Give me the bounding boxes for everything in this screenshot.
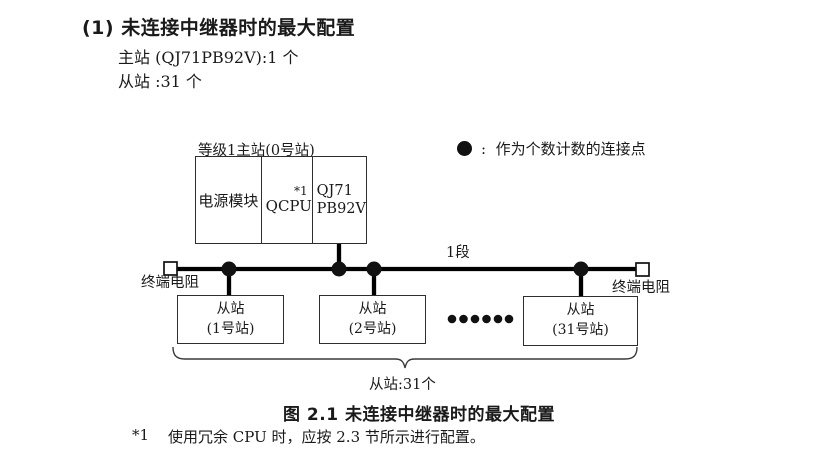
power-module-cell: 电源模块 <box>196 157 262 243</box>
slave-name: 从站 <box>566 302 595 319</box>
connection-point-dot <box>573 261 589 277</box>
terminator-left-square <box>163 261 178 276</box>
legend-text: : 作为个数计数的连接点 <box>481 140 646 158</box>
qj71pb92v-cell: QJ71 PB92V <box>313 157 366 243</box>
master-count-line: 主站 (QJ71PB92V):1 个 <box>118 48 299 67</box>
slave-count-line: 从站 :31 个 <box>118 72 202 91</box>
terminator-right-square <box>635 262 650 277</box>
network-module-line2: PB92V <box>316 201 366 217</box>
master-station-label: 等级1主站(0号站) <box>198 143 315 159</box>
segment-label: 1段 <box>446 245 470 261</box>
slave-station-31-box: 从站 (31号站) <box>523 296 638 346</box>
footnote-ref-marker: *1 <box>294 184 308 199</box>
connection-point-dot <box>331 261 347 277</box>
footnote-text: 使用冗余 CPU 时，应按 2.3 节所示进行配置。 <box>168 428 485 446</box>
slave-name: 从站 <box>358 300 387 317</box>
connection-point-dot <box>221 261 237 277</box>
ellipsis-dots <box>447 314 514 324</box>
slave-name: 从站 <box>216 300 245 317</box>
slave-station-1-box: 从站 (1号站) <box>177 295 284 344</box>
slave-station-2-box: 从站 (2号站) <box>319 295 426 344</box>
slave-station-number: (31号站) <box>552 322 609 338</box>
slave-station-number: (2号站) <box>348 320 397 337</box>
qcpu-cell: *1 QCPU <box>262 157 313 243</box>
section-heading: (1) 未连接中继器时的最大配置 <box>82 17 356 39</box>
figure-caption: 图 2.1 未连接中继器时的最大配置 <box>283 405 555 425</box>
legend: : 作为个数计数的连接点 <box>457 138 646 159</box>
qcpu-label: QCPU <box>265 197 312 216</box>
connection-point-icon <box>457 141 472 156</box>
terminator-left-label: 终端电阻 <box>141 275 199 291</box>
slave-total-label: 从站:31个 <box>369 377 436 393</box>
slave-count-brace <box>172 346 638 369</box>
network-module-line1: QJ71 <box>316 182 353 199</box>
slave-station-number: (1号站) <box>206 320 255 337</box>
terminator-right-label: 终端电阻 <box>612 280 670 296</box>
connection-point-dot <box>366 261 382 277</box>
footnote-marker: *1 <box>132 426 150 444</box>
master-station-box: 电源模块 *1 QCPU QJ71 PB92V <box>195 156 367 244</box>
